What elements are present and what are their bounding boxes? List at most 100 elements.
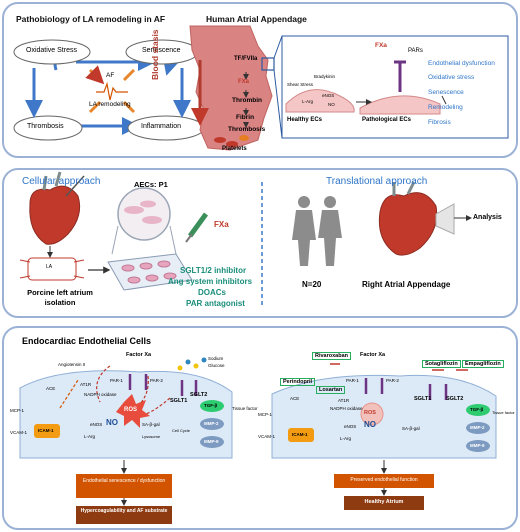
- right-vcam1: VCAM-1: [258, 434, 276, 439]
- central-cycle: [85, 65, 136, 114]
- inset-bradykinin: Bradykinin: [314, 74, 336, 79]
- n-count: N=20: [302, 280, 322, 289]
- cascade-fxa: FXa: [238, 79, 250, 85]
- treatment-1: SGLT1/2 inhibitor: [180, 266, 247, 275]
- left-tgfb: TGF-β: [204, 403, 218, 408]
- right-sglt1: SGLT1: [414, 396, 432, 402]
- cascade-thrombosis: Thrombosis: [228, 126, 266, 133]
- right-endothelial-cell: [271, 374, 497, 459]
- left-lysosome: Lysosome: [142, 434, 161, 439]
- la-label: LA: [46, 264, 53, 270]
- magnify-lines: [111, 225, 177, 255]
- right-final-text: Healthy Atrium: [364, 499, 404, 505]
- left-sa-bgal: SA-β-gal: [142, 422, 160, 427]
- right-rivaroxaban: Rivaroxaban: [312, 352, 352, 360]
- pipette-tip: [185, 233, 193, 243]
- left-par2: PAR-2: [150, 378, 163, 383]
- left-mmp9: MMP-9: [204, 439, 219, 444]
- right-par1: PAR-1: [346, 378, 359, 383]
- right-ros-burst: [360, 402, 384, 426]
- left-tgfb-blob: [200, 400, 224, 412]
- question-arrow: [441, 95, 447, 105]
- left-final-box: [76, 506, 172, 524]
- cascade-thrombin: Thrombin: [232, 97, 262, 104]
- right-factor-xa: Factor Xa: [360, 352, 386, 358]
- inset-no: NO: [328, 102, 335, 107]
- scissors-icon: [65, 175, 85, 197]
- inset-shear-stress: Shear Stress: [287, 82, 314, 87]
- right-tgfb: TGF-β: [470, 407, 484, 412]
- treatment-3: DOACs: [198, 288, 227, 297]
- inset-healthy-label: Healthy ECs: [287, 117, 323, 123]
- right-ros: ROS: [364, 410, 376, 416]
- right-sa-bgal: SA-β-gal: [402, 426, 420, 431]
- tissue-pins: [19, 259, 85, 279]
- left-cell-cycle: Cell Cycle: [172, 428, 191, 433]
- right-mmp2-blob: [466, 422, 490, 434]
- cascade-tf-fviia: TF/FVIIa: [234, 56, 258, 62]
- inset-outcome-5: Fibrosis: [428, 119, 451, 126]
- label-senescence: Senescence: [142, 47, 181, 54]
- inset-outcome-4: Remodeling: [428, 104, 463, 111]
- panel-endocardiac: [2, 326, 518, 530]
- oval-thrombosis: [13, 115, 83, 141]
- left-angiotensin: Angiotensin II: [58, 362, 86, 367]
- left-vcam1: VCAM-1: [10, 430, 28, 435]
- left-ace: ACE: [46, 386, 56, 391]
- left-factor-xa: Factor Xa: [126, 352, 152, 358]
- treatment-4: PAR antagonist: [186, 299, 245, 308]
- left-dashed-arrows: [96, 365, 171, 415]
- left-mmp2: MMP-2: [204, 421, 219, 426]
- cascade-platelets: Platelets: [222, 146, 247, 152]
- platelet: [239, 135, 249, 141]
- left-par1: PAR-1: [110, 378, 123, 383]
- analysis-label: Analysis: [473, 214, 502, 221]
- inset-larg: L-Arg: [302, 99, 314, 104]
- left-mmp2-blob: [200, 418, 224, 430]
- left-enos: eNOS: [90, 422, 103, 427]
- analysis-beam: [435, 203, 455, 235]
- left-icam1: ICAM-1: [38, 428, 54, 433]
- right-losartan: Losartan: [316, 386, 346, 394]
- cellular-approach-title: Cellular approach: [22, 176, 101, 187]
- left-particles: [177, 357, 207, 371]
- inset-outcome-1: Endothelial dysfunction: [428, 60, 495, 67]
- inset-outcome-3: Senescence: [428, 89, 464, 96]
- patient-silhouettes: [292, 196, 342, 266]
- right-perindopril: Perindopril: [280, 378, 316, 386]
- atrial-appendage-shape: [189, 25, 273, 151]
- right-receptors: [364, 378, 448, 400]
- panel-approaches: [2, 168, 518, 318]
- right-icam-box: [288, 428, 314, 442]
- left-mcp1: MCP-1: [10, 408, 25, 413]
- right-larg: L-Arg: [340, 436, 352, 441]
- right-outcome-box: [334, 474, 434, 488]
- heart-vessels: [42, 171, 62, 191]
- zoom-source-box: [261, 57, 275, 71]
- porcine-label: Porcine left atrium isolation: [27, 288, 93, 307]
- inset-fxa: FXa: [375, 42, 387, 49]
- red-blood-cell: [214, 137, 226, 143]
- left-receptors: [128, 374, 198, 396]
- right-at1r: AT1R: [338, 398, 350, 403]
- left-no: NO: [106, 418, 118, 427]
- aec-cell: [140, 200, 156, 208]
- label-thrombosis: Thrombosis: [27, 123, 64, 130]
- right-no: NO: [364, 420, 376, 429]
- left-mmp9-blob: [200, 436, 224, 448]
- right-inhibition-lines: [330, 363, 468, 371]
- right-icam1: ICAM-1: [292, 432, 308, 437]
- label-inflammation: Inflammation: [141, 123, 182, 130]
- right-tgfb-blob: [466, 404, 490, 416]
- pipette-icon: [187, 212, 209, 238]
- angiotensin-arrow: [59, 379, 79, 409]
- pathological-ec-shape: [359, 95, 441, 115]
- right-par2: PAR-2: [386, 378, 399, 383]
- left-icam-box: [34, 424, 60, 438]
- right-tissue-factor: Tissue factor: [492, 410, 515, 415]
- left-outcome-box: [76, 474, 172, 498]
- right-outcome-text: Preserved endothelial function: [350, 477, 418, 483]
- appendage-title: Human Atrial Appendage: [206, 14, 307, 24]
- left-at1r: AT1R: [80, 382, 92, 387]
